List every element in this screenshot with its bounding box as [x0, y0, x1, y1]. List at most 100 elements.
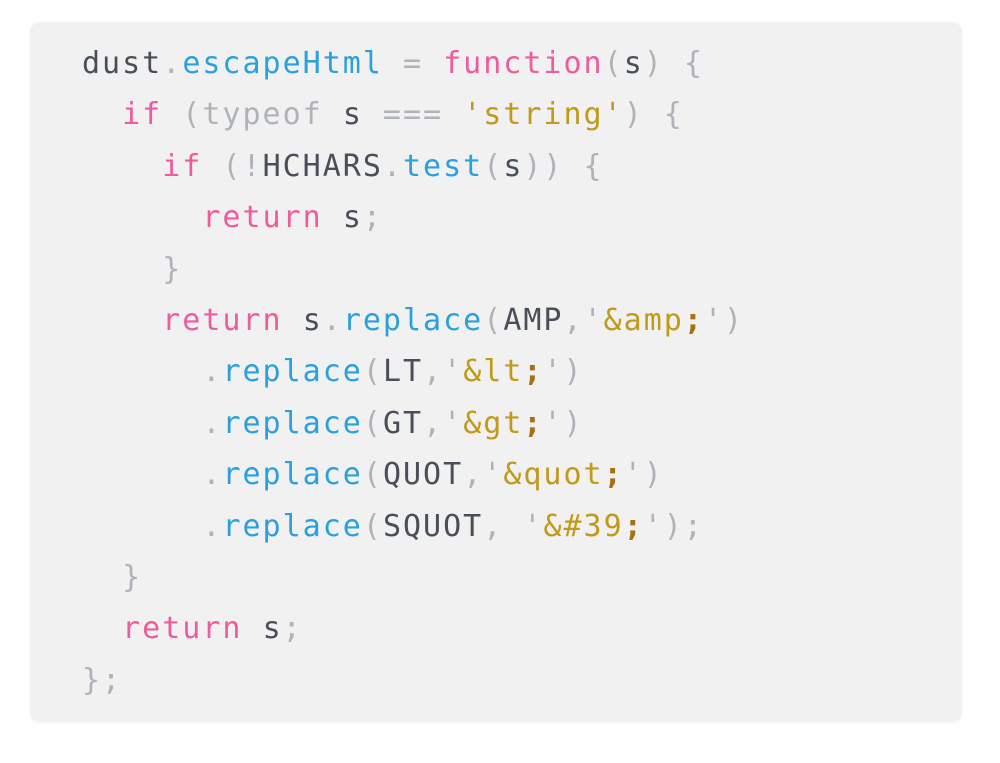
code-token-punct: (! [202, 148, 263, 184]
code-token-plain: SQUOT [382, 508, 484, 544]
code-token-entsemi: ; [523, 405, 544, 441]
code-token-punct: ( [362, 508, 383, 544]
code-token-plain: s [503, 148, 524, 184]
code-token-plain: s [342, 200, 363, 236]
code-token-punct [243, 611, 263, 646]
code-token-punct: ( [483, 303, 504, 339]
code-token-punct [82, 611, 122, 646]
code-line: }; [82, 655, 962, 706]
code-token-punct [82, 97, 122, 132]
code-token-punct [82, 303, 162, 338]
code-line: } [82, 244, 962, 295]
code-token-punct: . [82, 457, 223, 493]
code-token-punct: ; [282, 611, 303, 647]
code-token-punct: ) { [643, 46, 704, 81]
code-token-entsemi: ; [683, 303, 704, 339]
code-token-punct: . [322, 303, 343, 339]
code-token-entsemi: ; [523, 354, 544, 390]
code-token-punct [82, 149, 162, 184]
code-token-punct: )) { [523, 148, 604, 184]
code-token-string: &gt [463, 405, 524, 441]
code-token-function: replace [222, 354, 363, 390]
code-token-punct: ' [583, 303, 604, 339]
code-token-string: &lt [463, 354, 524, 390]
code-token-punct: ; [362, 200, 383, 236]
code-token-punct: . [82, 508, 223, 544]
code-token-keyword: return [122, 611, 243, 647]
code-token-punct: ( [483, 148, 504, 184]
code: dust.escapeHtml = function(s) { if (type… [82, 38, 962, 706]
code-token-plain: dust [82, 46, 163, 81]
code-token-string: &#39 [543, 508, 624, 544]
code-token-keyword: function [443, 46, 604, 81]
code-token-function: test [403, 148, 484, 184]
code-token-punct: ( [362, 405, 383, 441]
code-token-punct: ( [362, 354, 383, 390]
code-token-plain: HCHARS [262, 148, 383, 184]
code-token-punct: ' [443, 405, 464, 441]
code-token-plain: GT [382, 405, 424, 441]
code-token-punct: . [82, 405, 223, 441]
code-line: .replace(QUOT,'&quot;') [82, 449, 962, 500]
code-token-punct: , [463, 457, 484, 493]
code-token-function: replace [342, 303, 484, 339]
code-line: } [82, 552, 962, 603]
code-token-punct: ') [543, 354, 584, 390]
code-line: .replace(SQUOT, '&#39;'); [82, 501, 962, 552]
code-token-punct: } [82, 251, 183, 287]
code-token-punct [283, 303, 303, 338]
code-line: return s.replace(AMP,'&amp;') [82, 295, 962, 346]
code-block-card: dust.escapeHtml = function(s) { if (type… [30, 22, 962, 722]
code-token-punct: '); [643, 508, 704, 544]
code-token-punct: ' [523, 508, 544, 544]
code-token-punct: , [483, 508, 524, 544]
code-token-punct: ') [543, 405, 584, 441]
code-token-keyword: if [162, 148, 203, 184]
code-token-punct [82, 200, 202, 235]
code-token-plain: QUOT [382, 457, 464, 493]
code-line: return s; [82, 603, 962, 654]
code-token-punct: === [362, 97, 464, 133]
code-line: if (typeof s === 'string') { [82, 89, 962, 140]
code-token-entsemi: ; [623, 508, 644, 544]
code-token-keyword: if [122, 97, 163, 133]
code-token-function: replace [222, 508, 363, 544]
code-line: dust.escapeHtml = function(s) { [82, 38, 962, 89]
code-token-punct: ') [703, 303, 745, 339]
code-token-punct: . [382, 148, 403, 184]
code-line: if (!HCHARS.test(s)) { [82, 141, 962, 192]
code-token-function: replace [222, 405, 363, 441]
code-token-punct: ( [603, 46, 624, 81]
code-token-punct: ) { [623, 97, 684, 133]
code-token-punct: } [82, 560, 143, 596]
code-token-function: escapeHtml [182, 46, 383, 81]
code-token-plain: LT [382, 354, 424, 390]
code-token-punct: . [162, 46, 183, 81]
code-token-punct: ( [362, 457, 383, 493]
code-token-string: &amp [603, 303, 684, 339]
code-token-string: 'string' [463, 97, 624, 133]
code-token-punct: ') [623, 457, 664, 493]
code-token-entsemi: ; [603, 457, 624, 493]
code-token-plain: s [302, 303, 323, 339]
code-token-plain: s [342, 97, 363, 133]
code-token-punct: , [423, 405, 444, 441]
code-token-keyword: return [162, 303, 283, 339]
code-token-punct: , [423, 354, 444, 390]
code-line: .replace(LT,'&lt;') [82, 346, 962, 397]
code-token-keyword: return [202, 200, 323, 236]
code-line: .replace(GT,'&gt;') [82, 398, 962, 449]
code-token-punct: . [82, 354, 223, 390]
code-token-string: &quot [503, 457, 604, 493]
code-token-punct: ' [483, 457, 504, 493]
code-token-punct: (typeof [162, 97, 343, 133]
code-token-plain: AMP [503, 303, 564, 339]
code-token-plain: s [623, 46, 644, 81]
code-token-punct: , [563, 303, 584, 339]
code-line: return s; [82, 192, 962, 243]
code-token-punct [323, 200, 343, 235]
code-token-punct: = [382, 46, 444, 81]
code-token-plain: s [262, 611, 283, 647]
code-token-punct: ' [443, 354, 464, 390]
code-token-punct: }; [82, 662, 123, 698]
